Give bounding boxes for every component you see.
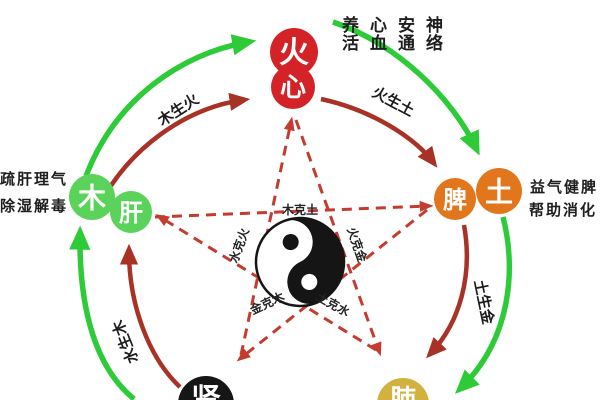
arrow-fire-to-earth-inner [320,96,438,168]
kidney-organ-label: 肾 [191,383,221,400]
node-water: 肾 [178,376,234,400]
label-wood-earth: 木克土 [281,202,318,217]
arrow-earth-to-metal-inner [426,224,469,359]
yinyang-black-half [281,218,344,304]
arrow-water-to-wood-outer [69,225,136,400]
lung-organ-circle [377,378,429,400]
spleen-organ-circle [434,178,476,220]
earth-annotation-line1: 益气健脾 [530,178,598,196]
fire-element-circle [270,28,318,76]
lung-organ-label: 肺 [390,385,416,400]
arrow-wood-to-fire-outer [83,34,257,177]
label-water-to-wood: 水生木 [108,317,142,366]
node-metal: 肺 [377,378,429,400]
label-fire-metal: 火克金 [344,225,370,265]
earth-annotation-line2: 帮助消化 [529,201,597,219]
wood-annotation-line1: 疏肝理气 [0,170,68,188]
label-fire-to-earth: 火生土 [369,83,417,120]
generating-cycle-outer [69,19,513,400]
fire-annotation-line1: 养心安神 [341,15,454,36]
node-wood: 木 肝 [69,174,152,233]
kidney-organ-circle [178,376,234,400]
wood-annotation: 疏肝理气 除湿解毒 [0,170,68,215]
heart-organ-circle [271,65,315,109]
wood-annotation-line2: 除湿解毒 [0,197,68,215]
liver-organ-label: 肝 [119,199,143,227]
label-earth-water: 土克水 [314,289,354,320]
yinyang-white-dot [301,273,318,290]
earth-element-circle [476,168,522,214]
node-earth: 脾 土 [434,168,522,220]
fire-annotation: 养心安神 活血通络 [341,15,454,54]
yinyang-icon [254,216,346,308]
liver-organ-circle [110,191,152,233]
heart-organ-label: 心 [280,73,306,103]
fire-annotation-line2: 活血通络 [342,33,454,54]
spleen-organ-label: 脾 [443,186,467,214]
dash-earth-to-water [236,208,428,362]
yinyang-black-dot [282,234,299,251]
dash-wood-to-earth [154,200,434,219]
label-earth-to-metal: 土生金 [470,278,497,327]
node-fire: 火 心 [270,28,318,109]
earth-element-label: 土 [485,176,513,209]
fire-element-label: 火 [279,36,309,71]
wood-element-label: 木 [77,182,106,215]
earth-annotation: 益气健脾 帮助消化 [529,178,598,219]
dash-fire-to-metal [294,119,382,357]
arrow-water-to-wood-inner [119,243,182,389]
arrow-earth-to-metal-outer [454,216,513,394]
wood-element-circle [69,174,115,220]
arrow-fire-to-earth-outer [332,19,480,156]
label-water-fire: 水克火 [226,225,253,265]
